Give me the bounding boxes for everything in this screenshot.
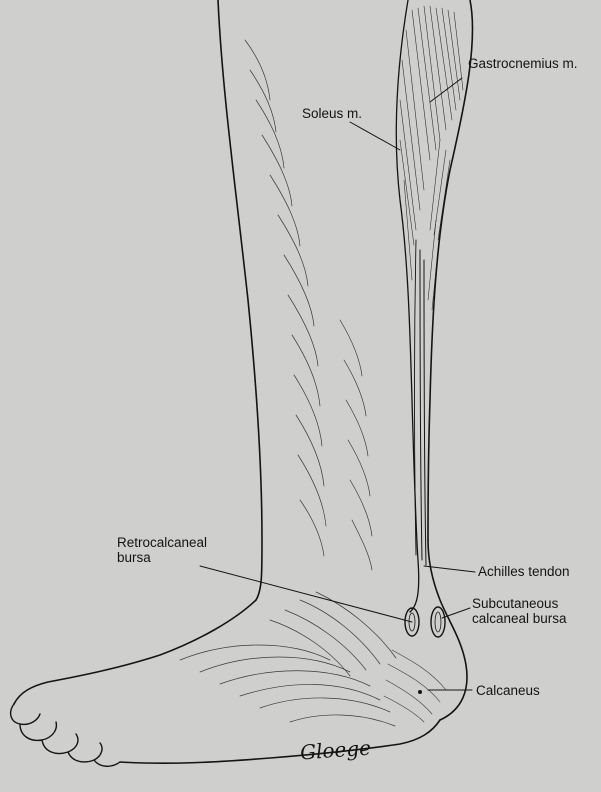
artist-signature: Gloege bbox=[299, 736, 371, 765]
sole-outline bbox=[120, 720, 440, 763]
label-subcutaneous-line2: calcaneal bursa bbox=[472, 611, 567, 626]
label-achilles: Achilles tendon bbox=[478, 564, 570, 579]
label-calcaneus: Calcaneus bbox=[476, 683, 540, 698]
subcutaneous-bursa-shape bbox=[431, 607, 445, 637]
leader-soleus bbox=[350, 122, 400, 150]
label-retrocalcaneal-line2: bursa bbox=[117, 550, 207, 565]
leader-retrocalcaneal bbox=[200, 566, 412, 622]
leader-gastrocnemius bbox=[430, 78, 462, 102]
calf-posterior-outline bbox=[428, 0, 473, 540]
label-retrocalcaneal-line1: Retrocalcaneal bbox=[117, 535, 207, 550]
label-soleus: Soleus m. bbox=[302, 106, 362, 121]
label-subcutaneous-line1: Subcutaneous bbox=[472, 596, 567, 611]
signature-text: Gloege bbox=[299, 736, 371, 765]
instep-outline bbox=[14, 600, 256, 704]
label-subcutaneous: Subcutaneous calcaneal bursa bbox=[472, 596, 567, 626]
toes-outline bbox=[11, 704, 120, 766]
label-gastrocnemius: Gastrocnemius m. bbox=[468, 56, 578, 71]
label-retrocalcaneal: Retrocalcaneal bursa bbox=[117, 535, 207, 565]
shin-outline bbox=[218, 0, 262, 600]
